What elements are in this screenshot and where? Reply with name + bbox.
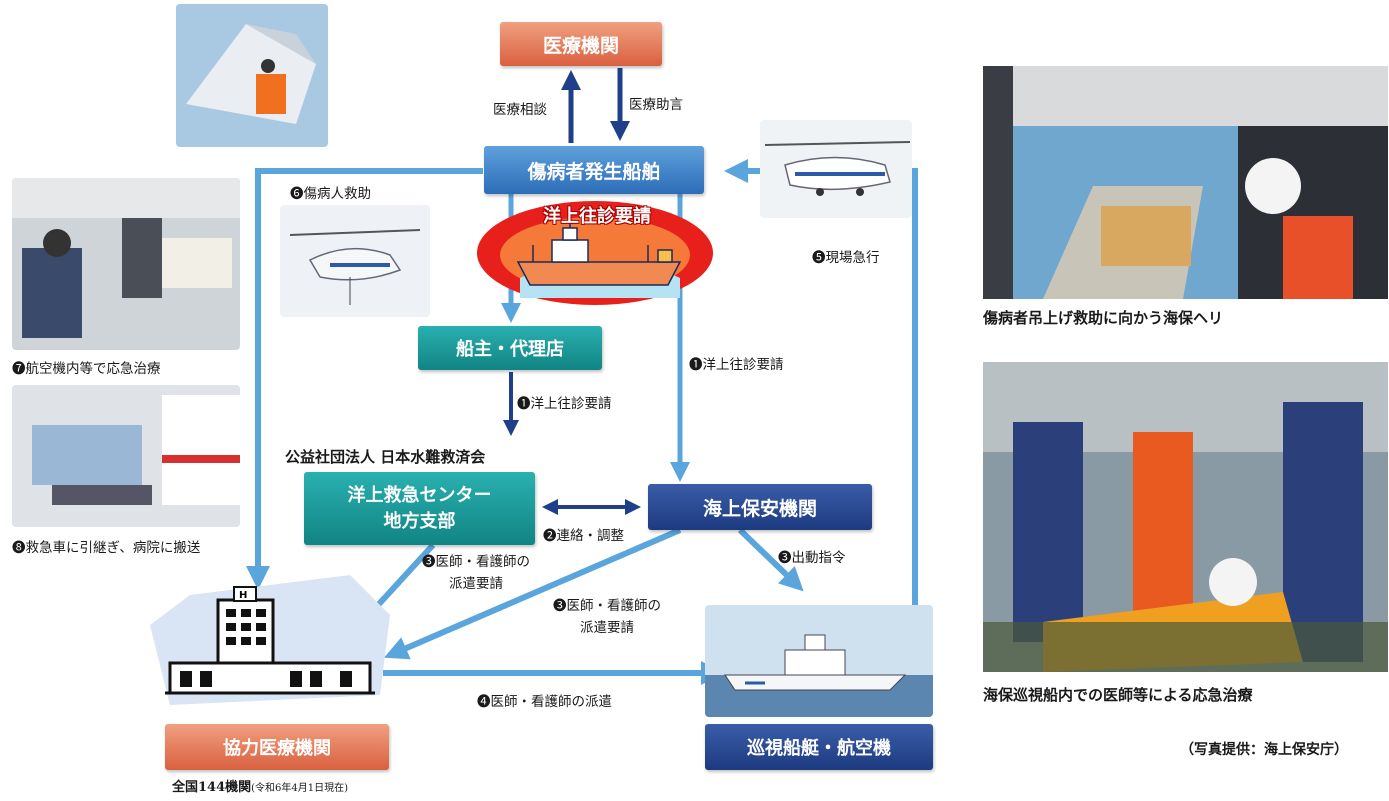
contact-label: ❷連絡・調整	[543, 528, 624, 544]
rescue-helicopter-photo	[280, 205, 430, 317]
patrol-ship-photo	[705, 605, 933, 717]
consult-label: 医療相談	[493, 102, 547, 118]
ambulance-icon	[12, 385, 240, 527]
rush-arrow	[724, 159, 918, 605]
order-label: ❸出動指令	[778, 550, 846, 566]
rush-label: ❺現場急行	[812, 250, 880, 266]
ship-caption: 海保巡視船内での医師等による応急治療	[983, 686, 1253, 704]
ambulance-photo	[12, 385, 240, 527]
rescue-arrow	[246, 168, 483, 590]
photo-credit: （写真提供：海上保安庁）	[1180, 742, 1348, 758]
org-title: 公益社団法人 日本水難救済会	[285, 448, 486, 466]
dispatch-label: ❹医師・看護師の派遣	[477, 694, 612, 710]
rescue-center-box: 洋上救急センター 地方支部	[304, 472, 535, 545]
heli-hoist-photo	[983, 66, 1388, 299]
dispatch-request-label-a: ❸医師・看護師の 派遣要請	[422, 551, 530, 595]
cooperating-hospital-box: 協力医療機関	[165, 724, 389, 770]
airplane-cabin-photo	[12, 178, 240, 350]
helicopter-icon	[983, 66, 1388, 299]
helicopter-icon	[176, 4, 328, 147]
hospital-count-value: 全国144機関	[172, 780, 252, 795]
coast-guard-box: 海上保安機関	[648, 484, 872, 530]
injured-ship-box: 傷病者発生船舶	[484, 146, 704, 194]
patrol-helicopter-photo	[760, 120, 912, 218]
dispatch-request-b-line1: ❸医師・看護師の	[553, 598, 661, 614]
hospital-illustration: H	[150, 575, 390, 715]
ship-icon	[516, 214, 682, 286]
treat-label: ❼航空機内等で応急治療	[12, 361, 161, 377]
helicopter-icon	[760, 120, 912, 218]
request-label-1b: ❶洋上往診要請	[689, 357, 784, 373]
hospital-icon: H	[150, 575, 390, 705]
dispatch-request-label-b: ❸医師・看護師の 派遣要請	[553, 595, 661, 639]
ship-icon	[705, 605, 933, 717]
hospital-count-note: (令和6年4月1日現在)	[251, 783, 349, 794]
helicopter-icon	[280, 205, 430, 317]
dispatch-request-a-line1: ❸医師・看護師の	[422, 554, 530, 570]
svg-text:H: H	[239, 590, 247, 601]
request-burst-label: 洋上往診要請	[543, 206, 651, 227]
owner-agent-box: 船主・代理店	[418, 326, 602, 370]
ship-icon	[983, 362, 1388, 672]
request-label-1a: ❶洋上往診要請	[517, 396, 612, 412]
airplane-cabin-icon	[12, 178, 240, 350]
heli-caption: 傷病者吊上げ救助に向かう海保ヘリ	[983, 309, 1224, 327]
dispatch-request-a-line2: 派遣要請	[449, 576, 503, 592]
dispatch-request-b-line2: 派遣要請	[580, 620, 634, 636]
rescue-label: ❻傷病人救助	[290, 186, 371, 202]
transfer-label: ❽救急車に引継ぎ、病院に搬送	[12, 540, 201, 556]
rescue-center-line2: 地方支部	[383, 510, 456, 532]
advice-label: 医療助言	[629, 97, 683, 113]
patrol-box: 巡視船艇・航空機	[705, 724, 933, 770]
request-burst-graphic	[477, 201, 713, 305]
hospital-count: 全国144機関(令和6年4月1日現在)	[172, 776, 348, 795]
coastguard-to-patrol-arrow	[737, 527, 804, 592]
coastguard-to-hospital-arrow	[383, 527, 682, 660]
rescue-center-line1: 洋上救急センター	[347, 484, 492, 506]
helicopter-hoist-photo	[176, 4, 328, 147]
ship-treatment-photo	[983, 362, 1388, 672]
medical-institution-box: 医療機関	[500, 22, 662, 66]
